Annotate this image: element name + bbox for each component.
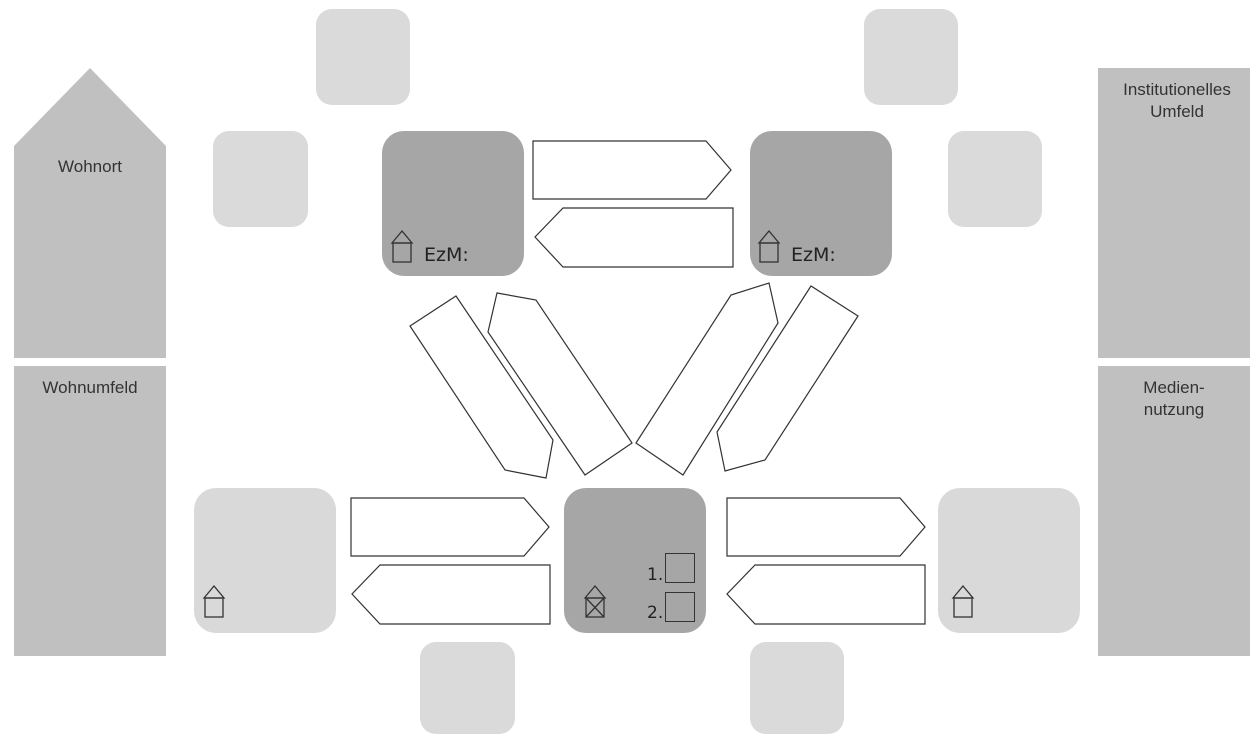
light-box-mid-right (948, 131, 1042, 227)
arrow-left-icon (726, 564, 926, 625)
house-crossed-icon (583, 584, 607, 618)
arrow-left-icon (351, 564, 551, 625)
arrow-right-icon (409, 295, 554, 479)
mediennutzung-panel: Medien- nutzung (1098, 366, 1250, 656)
light-box-bottom-left (420, 642, 515, 734)
institutionelles-umfeld-panel: Institutionelles Umfeld (1098, 68, 1250, 358)
rank-1-box (665, 553, 695, 583)
wohnumfeld-panel: Wohnumfeld (14, 366, 166, 656)
arrow-left-icon (534, 207, 734, 268)
arrow-left-icon (487, 292, 633, 476)
arrow-right-icon (726, 497, 926, 557)
node-bottom-left (194, 488, 336, 633)
arrow-left-icon (716, 285, 859, 472)
rank-1-label: 1. (647, 565, 664, 585)
house-icon (390, 229, 414, 263)
arrow-right-icon (532, 140, 732, 200)
house-icon (757, 229, 781, 263)
rank-2-label: 2. (647, 603, 664, 623)
ezm-node-top-right: EzM: (750, 131, 892, 276)
arrow-right-icon (635, 282, 779, 476)
ezm-node-top-left: EzM: (382, 131, 524, 276)
ezm-label-top-left: EzM: (424, 244, 469, 266)
light-box-bottom-right (750, 642, 844, 734)
wohnumfeld-label: Wohnumfeld (42, 378, 138, 397)
rank-2-box (665, 592, 695, 622)
house-icon (951, 584, 975, 618)
light-box-top-left (316, 9, 410, 105)
arrow-right-icon (350, 497, 550, 557)
light-box-top-right (864, 9, 958, 105)
light-box-mid-left (213, 131, 308, 227)
institutionelles-umfeld-label: Institutionelles Umfeld (1123, 80, 1231, 121)
house-icon (202, 584, 226, 618)
center-node: 1. 2. (564, 488, 706, 633)
mediennutzung-label: Medien- nutzung (1143, 378, 1205, 419)
node-bottom-right (938, 488, 1080, 633)
wohnort-label: Wohnort (58, 157, 122, 176)
ezm-label-top-right: EzM: (791, 244, 836, 266)
wohnort-panel: Wohnort (14, 68, 166, 358)
wohnort-panel-shape (14, 68, 166, 358)
